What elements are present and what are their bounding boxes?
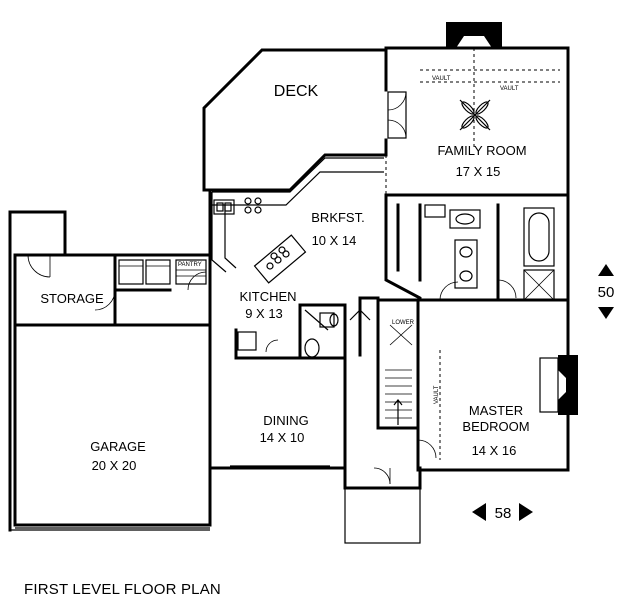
master-bedroom-size: 14 X 16 [472, 443, 517, 458]
width-dimension-label: 58 [495, 505, 512, 522]
storage-walls [13, 253, 117, 327]
plan-caption: FIRST LEVEL FLOOR PLAN [24, 581, 221, 598]
kitchen-label: KITCHEN [239, 289, 296, 304]
vault-note-3: VAULT [434, 385, 440, 404]
dining-label: DINING [263, 413, 309, 428]
dining-walls [208, 328, 347, 470]
master-bedroom-walls [416, 193, 578, 472]
family-room-label: FAMILY ROOM [437, 143, 526, 158]
pantry-note: PANTRY [178, 262, 202, 268]
ceiling-fan-icon [459, 99, 491, 131]
master-bedroom-label-2: BEDROOM [462, 419, 529, 434]
lower-note: LOWER [392, 320, 415, 326]
family-room-walls [384, 46, 570, 197]
storage-label: STORAGE [40, 291, 104, 306]
stairs [376, 298, 420, 430]
master-bath [384, 193, 570, 302]
powder-room [298, 303, 347, 360]
master-bedroom-label: MASTER [469, 403, 523, 418]
breakfast-label: BRKFST. [311, 210, 364, 225]
family-room-fireplace [446, 22, 502, 48]
garage-label: GARAGE [90, 439, 146, 454]
breakfast-size: 10 X 14 [312, 233, 357, 248]
entry-porch [343, 296, 422, 544]
garage-size: 20 X 20 [92, 458, 137, 473]
kitchen-size: 9 X 13 [245, 306, 283, 321]
family-room-size: 17 X 15 [456, 164, 501, 179]
dining-size: 14 X 10 [260, 430, 305, 445]
depth-dimension: 50 [598, 264, 615, 319]
depth-dimension-label: 50 [598, 284, 615, 301]
laundry-area [63, 253, 212, 292]
vault-note-2: VAULT [500, 86, 519, 92]
kitchen-walls [208, 157, 384, 302]
width-dimension: 58 [472, 503, 533, 522]
deck-outline [202, 48, 388, 192]
arrow-right-icon [519, 503, 533, 521]
arrow-up-icon [598, 264, 614, 276]
deck-label: DECK [274, 83, 319, 100]
garage-walls [8, 210, 212, 532]
arrow-left-icon [472, 503, 486, 521]
arrow-down-icon [598, 307, 614, 319]
vault-note-1: VAULT [432, 76, 451, 82]
